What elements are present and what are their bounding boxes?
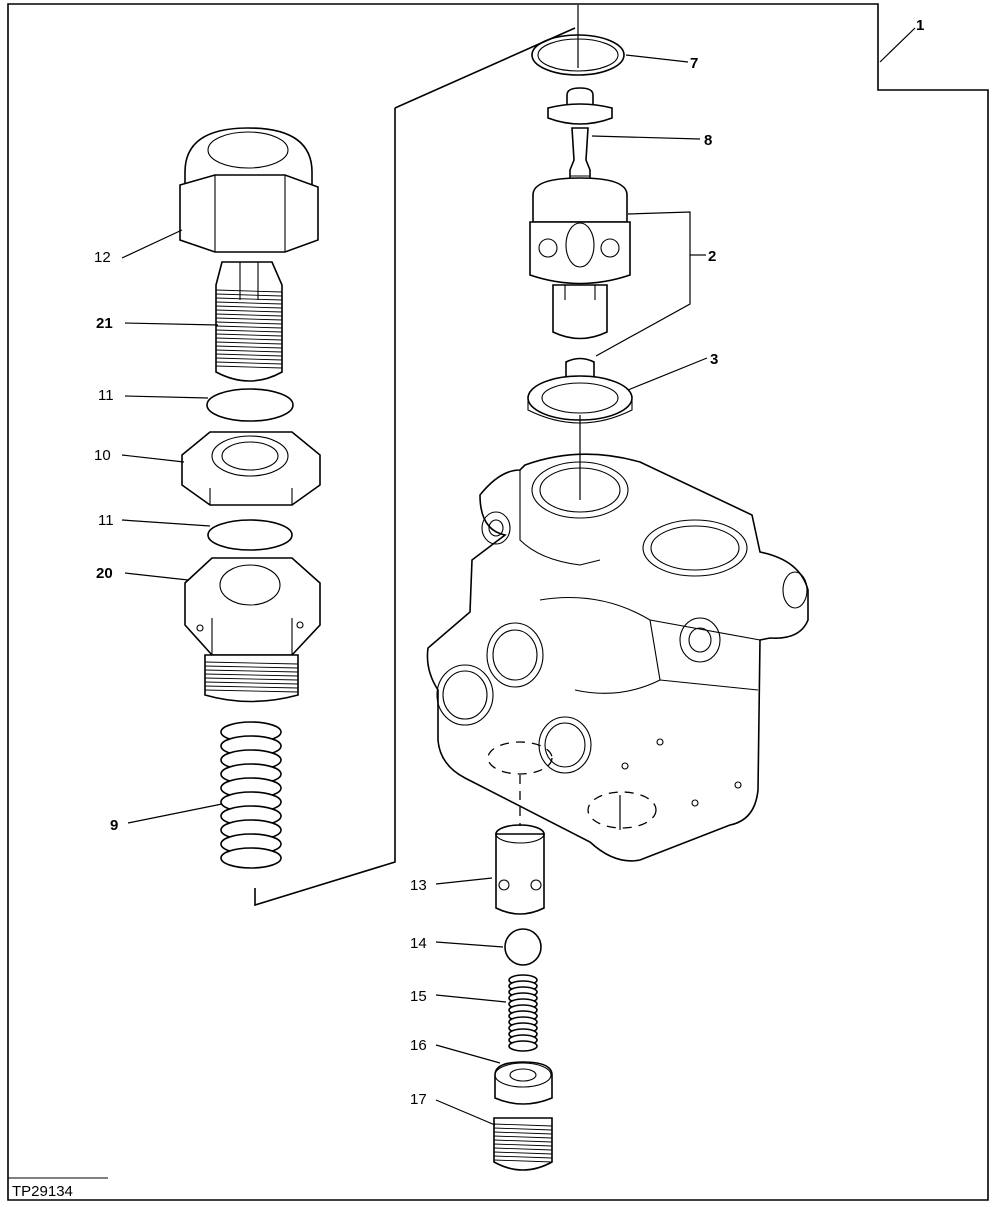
callout-15: 15 [410, 988, 427, 1005]
part-20-adapter [184, 557, 321, 703]
part-12-cap-nut [179, 127, 319, 253]
diagram-frame [7, 3, 989, 1201]
callout-2: 2 [708, 248, 716, 265]
part-9-spring [220, 721, 282, 869]
part-15-spring [508, 974, 538, 1052]
callout-1: 1 [916, 17, 924, 34]
callout-12: 12 [94, 249, 111, 266]
callout-13: 13 [410, 877, 427, 894]
part-3-seat-ring [527, 357, 633, 424]
callout-20: 20 [96, 565, 113, 582]
callout-14: 14 [410, 935, 427, 952]
callout-11-upper: 11 [98, 387, 114, 404]
callout-7: 7 [690, 55, 698, 72]
part-13-check-sleeve [495, 824, 545, 915]
callout-10: 10 [94, 447, 111, 464]
part-17-plug [493, 1117, 553, 1171]
callout-9: 9 [110, 817, 118, 834]
part-11-o-ring-lower [207, 519, 293, 551]
leader-lines [121, 27, 916, 1126]
callout-labels: 1 7 8 2 3 12 21 11 10 11 20 9 13 14 15 1… [94, 17, 924, 1108]
centerlines [519, 5, 621, 830]
callout-21: 21 [96, 315, 113, 332]
callout-17: 17 [410, 1091, 427, 1108]
part-14-ball [504, 928, 542, 966]
callout-16: 16 [410, 1037, 427, 1054]
part-16-spacer [494, 1061, 553, 1105]
callout-3: 3 [710, 351, 718, 368]
callout-8: 8 [704, 132, 712, 149]
callout-11-lower: 11 [98, 512, 114, 529]
part-8-poppet [547, 87, 613, 191]
part-11-o-ring-upper [206, 388, 294, 422]
part-10-lock-nut [181, 431, 321, 506]
valve-body [426, 453, 809, 862]
part-21-threaded-stud [215, 261, 283, 382]
figure-id: TP29134 [12, 1183, 73, 1200]
part-2-sleeve [529, 177, 631, 340]
